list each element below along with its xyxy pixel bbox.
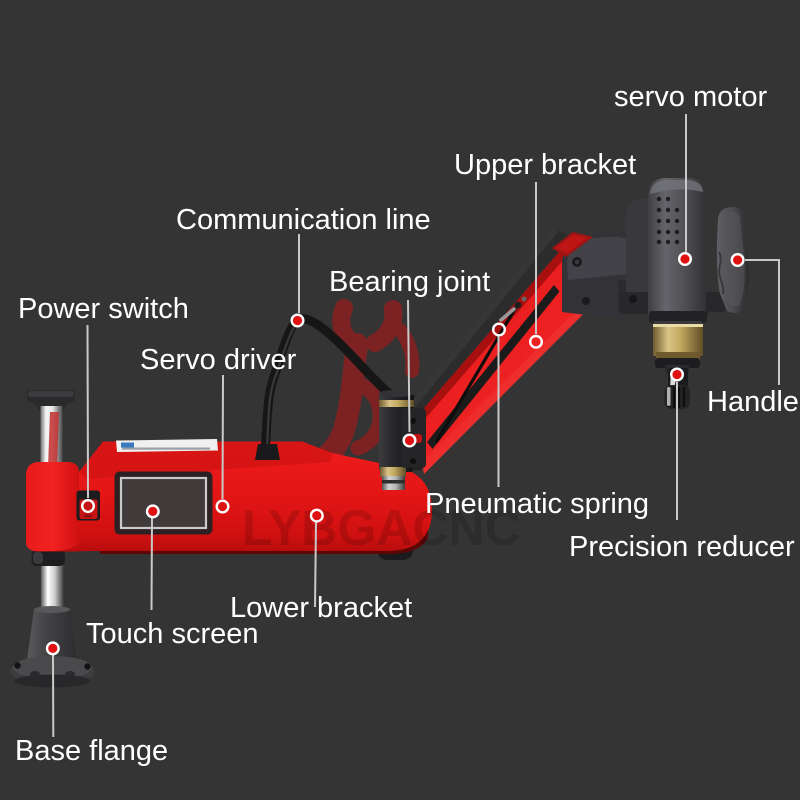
svg-text:Upper bracket: Upper bracket	[454, 149, 636, 181]
svg-text:Precision reducer: Precision reducer	[569, 531, 795, 563]
svg-text:Handle: Handle	[707, 386, 799, 418]
svg-text:LYBGACNC: LYBGACNC	[242, 500, 521, 556]
svg-text:Servo driver: Servo driver	[140, 344, 297, 376]
svg-text:Bearing joint: Bearing joint	[329, 266, 490, 298]
svg-text:Lower bracket: Lower bracket	[230, 592, 412, 624]
svg-text:Touch screen: Touch screen	[86, 618, 259, 650]
svg-text:servo motor: servo motor	[614, 81, 767, 113]
svg-text:Communication line: Communication line	[176, 204, 431, 236]
svg-text:Pneumatic spring: Pneumatic spring	[425, 488, 649, 520]
svg-text:Base flange: Base flange	[15, 735, 168, 767]
svg-text:Power switch: Power switch	[18, 293, 189, 325]
